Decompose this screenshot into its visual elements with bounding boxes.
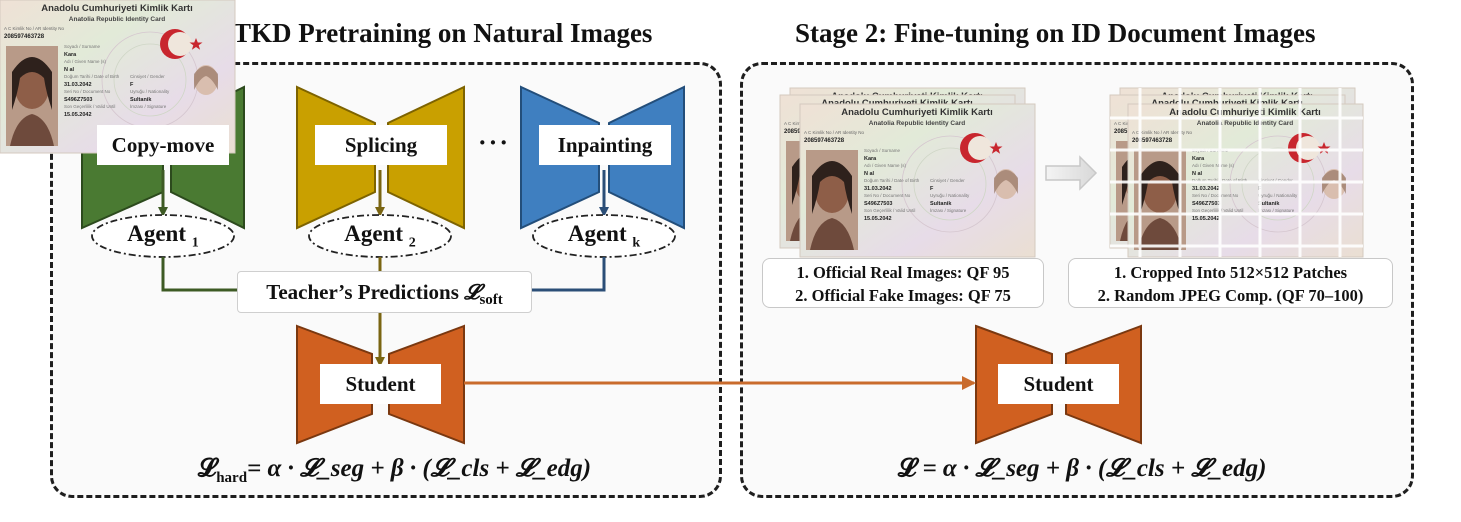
caption-jpeg-compression: 2. Random JPEG Comp. (QF 70–100) <box>1097 286 1364 305</box>
stage2-loss-formula: 𝓛 = α · 𝓛_seg + β · (𝓛_cls + 𝓛_edg) <box>898 455 1267 482</box>
connector-agent-k <box>530 257 606 292</box>
svg-text:İmzası / Signature: İmzası / Signature <box>130 103 167 109</box>
right-images-caption: 1. Cropped Into 512×512 Patches 2. Rando… <box>1068 258 1393 308</box>
student-label-stage2: Student <box>998 364 1119 404</box>
left-images-caption: 1. Official Real Images: QF 95 2. Offici… <box>762 258 1044 308</box>
svg-text:Kara: Kara <box>64 52 77 58</box>
svg-text:15.05.2042: 15.05.2042 <box>64 112 92 118</box>
svg-text:Anadolu Cumhuriyeti Kimlik Kar: Anadolu Cumhuriyeti Kimlik Kartı <box>41 3 193 14</box>
process-arrow-icon <box>1045 155 1098 191</box>
svg-text:F: F <box>130 82 134 88</box>
svg-text:208597463728: 208597463728 <box>4 34 45 40</box>
svg-text:S496Z7503: S496Z7503 <box>64 97 92 103</box>
stage1-loss-rhs: = α · 𝓛_seg + β · (𝓛_cls + 𝓛_edg) <box>247 455 592 482</box>
teacher-predictions-box: Teacher’s Predictions 𝓛soft <box>237 271 532 313</box>
id-card-stack-left <box>779 87 1036 258</box>
svg-text:Uyruğu / Nationality: Uyruğu / Nationality <box>130 89 170 94</box>
caption-fake-images: 2. Official Fake Images: QF 75 <box>795 286 1011 305</box>
teacher-splicing-label: Splicing <box>315 125 447 165</box>
caption-cropped-patches: 1. Cropped Into 512×512 Patches <box>1113 263 1348 282</box>
connector-agent-1 <box>161 257 237 292</box>
svg-text:Seri No / Document No: Seri No / Document No <box>64 89 111 94</box>
svg-text:Doğum Tarihi / Date of Birth: Doğum Tarihi / Date of Birth <box>64 74 120 79</box>
svg-text:Sultanik: Sultanik <box>130 97 152 103</box>
more-teachers-ellipsis: ··· <box>478 128 511 157</box>
svg-text:31.03.2042: 31.03.2042 <box>64 82 92 88</box>
stage1-loss-formula: 𝓛hard= α · 𝓛_seg + β · (𝓛_cls + 𝓛_edg) <box>198 455 592 486</box>
teacher-inpainting-label: Inpainting <box>539 125 671 165</box>
svg-text:A C Kimlik No / AR Identity No: A C Kimlik No / AR Identity No <box>4 26 65 31</box>
stage2-loss-rhs: = α · 𝓛_seg + β · (𝓛_cls + 𝓛_edg) <box>922 455 1267 482</box>
svg-text:Son Geçerlilik / Valid Until: Son Geçerlilik / Valid Until <box>64 104 115 109</box>
teacher-copy-move-label: Copy-move <box>97 125 229 165</box>
agent-k-label: Agent k <box>567 221 641 251</box>
svg-text:Soyadı / Surname: Soyadı / Surname <box>64 44 101 49</box>
caption-real-images: 1. Official Real Images: QF 95 <box>796 263 1010 282</box>
svg-text:Cinsiyet / Gender: Cinsiyet / Gender <box>130 74 165 79</box>
svg-text:Adı / Given Name (s): Adı / Given Name (s) <box>64 59 107 64</box>
student-label-stage1: Student <box>320 364 441 404</box>
agent-2-label: Agent 2 <box>344 221 416 251</box>
svg-text:Anatolia Republic Identity Car: Anatolia Republic Identity Card <box>69 16 165 23</box>
patch-grid-lines <box>1110 88 1363 257</box>
id-card-stack-right <box>1109 87 1364 258</box>
agent-1-label: Agent 1 <box>127 221 199 251</box>
stage2-title: Stage 2: Fine-tuning on ID Document Imag… <box>795 18 1316 48</box>
svg-text:N al: N al <box>64 67 75 73</box>
